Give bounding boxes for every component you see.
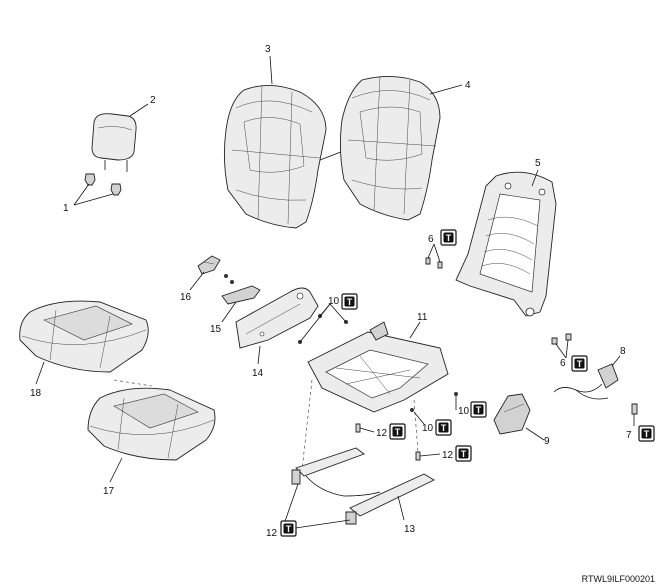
label-4: 4	[465, 80, 471, 91]
torque-icon: T	[440, 229, 457, 246]
label-10a: 10	[328, 296, 340, 307]
label-16: 16	[180, 292, 192, 303]
seat-cushion-cover	[19, 300, 149, 373]
torque-icon: T	[389, 423, 406, 440]
svg-text:T: T	[441, 423, 447, 433]
svg-text:T: T	[644, 429, 650, 439]
label-6b: 6	[560, 358, 566, 369]
figure-code: RTWL9ILF000201	[581, 574, 655, 584]
label-12a: 12	[376, 428, 388, 439]
label-15: 15	[210, 324, 222, 335]
seatback-pad	[339, 75, 441, 221]
headrest	[91, 113, 137, 172]
svg-text:T: T	[446, 233, 452, 243]
headrest-guides	[84, 173, 122, 196]
svg-text:T: T	[347, 297, 353, 307]
label-9: 9	[544, 436, 550, 447]
torque-icon: T	[455, 445, 472, 462]
label-2: 2	[150, 95, 156, 106]
label-3: 3	[265, 44, 271, 55]
seatback-frame	[455, 171, 557, 317]
svg-text:T: T	[577, 359, 583, 369]
svg-text:T: T	[476, 405, 482, 415]
torque-icon: T	[470, 401, 487, 418]
torque-icon: T	[435, 419, 452, 436]
label-12b: 12	[442, 450, 454, 461]
label-11: 11	[417, 312, 428, 323]
label-12c: 12	[266, 528, 278, 539]
torque-icon: T	[571, 355, 588, 372]
seat-cushion-frame	[307, 321, 449, 413]
label-13: 13	[404, 524, 416, 535]
label-18: 18	[30, 388, 42, 399]
adjust-lever	[221, 285, 261, 305]
seatback-cover	[223, 85, 327, 229]
torque-icon: T	[341, 293, 358, 310]
seat-belt-buckle	[553, 363, 619, 400]
seat-side-cover	[493, 393, 531, 435]
label-10c: 10	[422, 423, 434, 434]
label-7: 7	[626, 430, 632, 441]
label-10b: 10	[458, 406, 470, 417]
side-shield	[235, 287, 319, 349]
seat-rails	[291, 447, 435, 525]
label-6a: 6	[428, 234, 434, 245]
torque-icon: T	[280, 520, 297, 537]
svg-text:T: T	[395, 427, 401, 437]
label-14: 14	[252, 368, 264, 379]
label-8: 8	[620, 346, 626, 357]
seat-cushion-pad	[87, 387, 216, 461]
label-1: 1	[63, 203, 69, 214]
recliner-knob	[197, 255, 221, 275]
svg-text:T: T	[461, 449, 467, 459]
torque-icon: T	[638, 425, 655, 442]
label-5: 5	[535, 158, 541, 169]
label-17: 17	[103, 486, 115, 497]
svg-text:T: T	[286, 524, 292, 534]
